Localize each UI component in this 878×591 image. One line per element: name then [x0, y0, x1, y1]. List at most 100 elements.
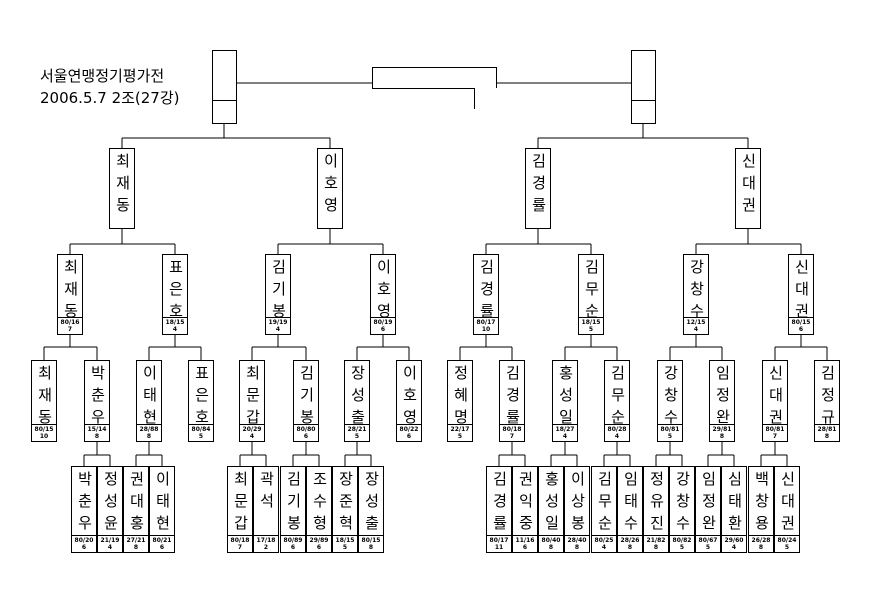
player-name-text: 홍성일 [556, 365, 575, 431]
player-name: 표은호 [189, 361, 213, 431]
player-name-text: 박춘우 [75, 471, 94, 537]
score-ratio: 80/17 [476, 319, 496, 326]
player-name: 김기봉 [266, 255, 290, 325]
player-name-text: 곽석 [257, 471, 276, 515]
tournament-title: 서울연맹정기평가전 [40, 67, 165, 85]
score-sub: 7 [772, 433, 778, 440]
player-name: 김경률 [487, 467, 511, 537]
player-name: 권대홍 [124, 467, 148, 537]
player-name-text: 정성윤 [101, 471, 120, 537]
player-name: 최재동 [58, 255, 82, 325]
score-sub: 8 [653, 544, 659, 551]
score-sub: 5 [588, 326, 594, 333]
player-name-text: 김경률 [490, 471, 509, 537]
player-name-text: 이상봉 [568, 471, 587, 537]
player-name: 임태수 [618, 467, 642, 537]
player-name: 최문갑 [228, 467, 252, 537]
score-ratio: 22/17 [450, 426, 470, 433]
player-name-text: 박춘우 [88, 365, 107, 431]
score-ratio: 12/15 [686, 319, 706, 326]
score-ratio: 80/22 [399, 426, 419, 433]
final-box-score-cell [474, 88, 497, 109]
player-name-text: 강창수 [661, 365, 680, 431]
player-name: 이호영 [318, 149, 342, 219]
score-ratio: 18/15 [335, 537, 355, 544]
score-sub: 6 [406, 433, 412, 440]
player-name: 박춘우 [85, 361, 109, 431]
player-box: 최재동 [109, 148, 135, 229]
player-name: 김무순 [579, 255, 603, 325]
score-sub: 6 [159, 544, 165, 551]
player-name: 장성출 [345, 361, 369, 431]
player-name: 이상봉 [565, 467, 589, 537]
player-name-text: 임정완 [713, 365, 732, 431]
score-ratio: 28/26 [620, 537, 640, 544]
score-ratio: 80/81 [660, 426, 680, 433]
player-name: 신대권 [763, 361, 787, 431]
score-sub: 6 [290, 544, 296, 551]
final-box-divider [372, 88, 497, 109]
player-name-text: 김경률 [477, 259, 496, 325]
score-ratio: 80/19 [373, 319, 393, 326]
score-sub: 4 [562, 433, 568, 440]
player-name-text: 김기봉 [297, 365, 316, 431]
player-name: 김경률 [474, 255, 498, 325]
player-name-text: 최문갑 [243, 365, 262, 431]
player-name-text: 최재동 [61, 259, 80, 325]
player-name-text: 강창수 [673, 471, 692, 537]
player-name-text: 조수형 [310, 471, 329, 537]
score-ratio: 80/81 [765, 426, 785, 433]
player-name-text: 이호영 [321, 153, 340, 219]
player-name-text: 김경률 [503, 365, 522, 431]
score-sub: 8 [574, 544, 580, 551]
score-sub: 2 [263, 544, 269, 551]
semifinal-box-right [631, 50, 656, 124]
player-name-text: 최재동 [113, 153, 132, 219]
score-sub: 7 [509, 433, 515, 440]
player-name: 권익중 [513, 467, 537, 537]
player-name: 강창수 [658, 361, 682, 431]
score-ratio: 18/15 [581, 319, 601, 326]
player-name: 정성윤 [98, 467, 122, 537]
score-sub: 8 [548, 544, 554, 551]
score-ratio: 26/28 [751, 537, 771, 544]
player-name-text: 임태수 [621, 471, 640, 537]
player-name-text: 정유진 [647, 471, 666, 537]
score-ratio: 80/67 [698, 537, 718, 544]
player-name: 홍성일 [553, 361, 577, 431]
